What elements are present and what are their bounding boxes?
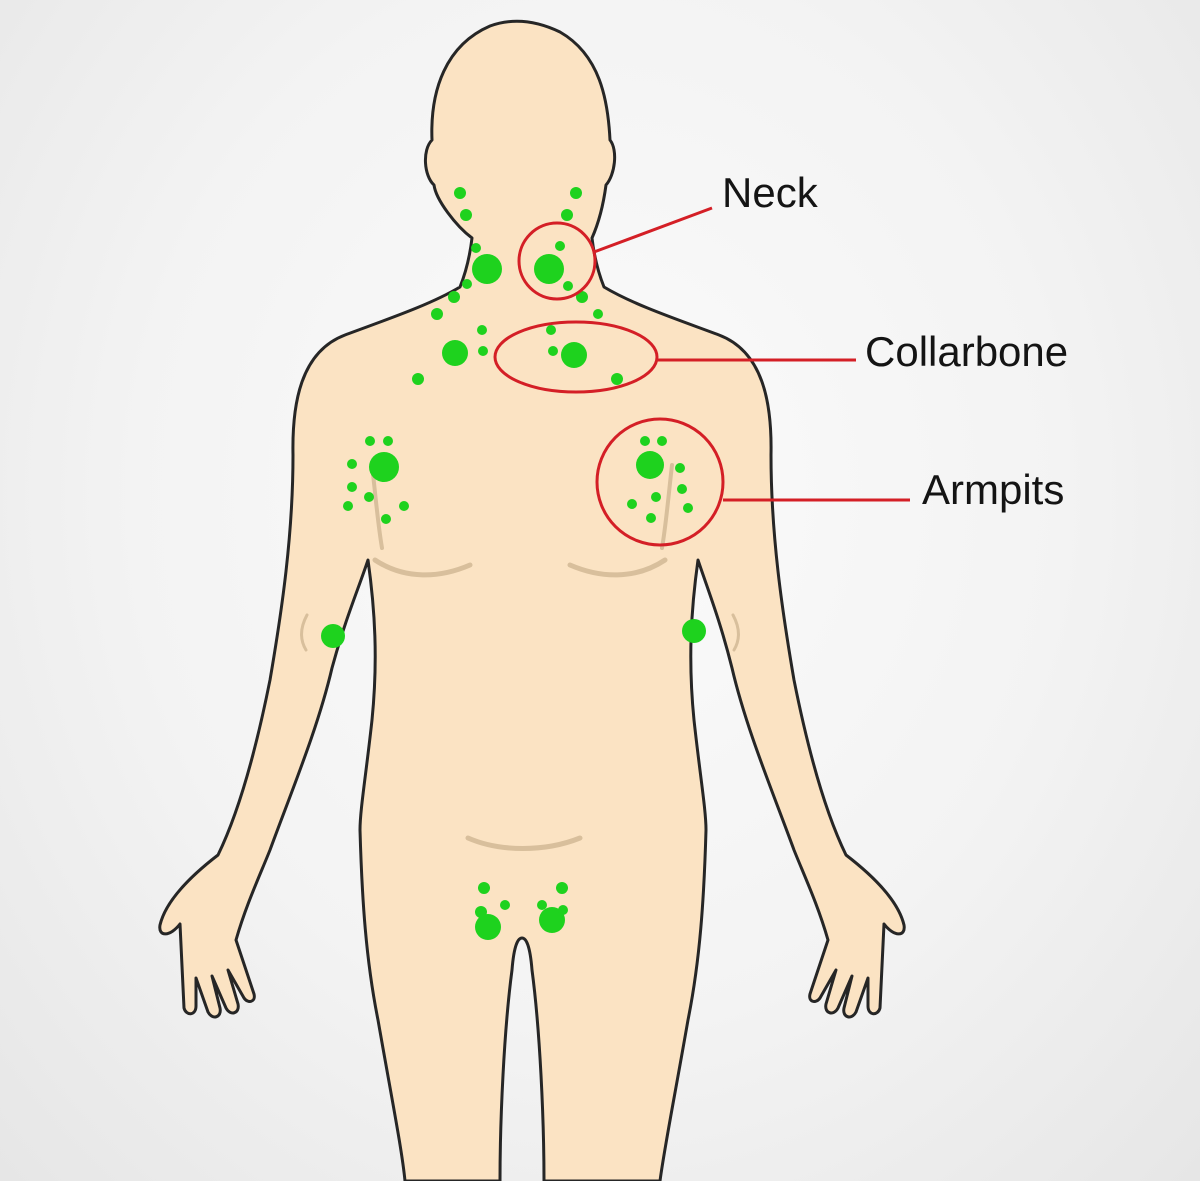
lymph-node [462,279,472,289]
lymph-node [454,187,466,199]
lymph-node [412,373,424,385]
lymph-node [627,499,637,509]
lymph-node [534,254,564,284]
lymph-node [546,325,556,335]
lymph-nodes [321,187,706,940]
lymph-node [651,492,661,502]
lymph-node [343,501,353,511]
pelvis-crease [465,835,583,851]
lymph-node [347,459,357,469]
lymph-node [383,436,393,446]
lymph-node [576,291,588,303]
lymph-node [477,325,487,335]
lymph-node [381,514,391,524]
lymph-node [611,373,623,385]
lymph-node [640,436,650,446]
lymph-node [563,281,573,291]
lymph-node [442,340,468,366]
lymph-node [369,452,399,482]
lymph-node [399,501,409,511]
neck-highlight-circle [517,221,597,301]
lymph-node [548,346,558,356]
lymph-node [347,482,357,492]
collarbone-highlight-ellipse [493,320,659,394]
lymph-node [683,503,693,513]
highlights [493,206,910,547]
chest-crease-right [567,557,668,578]
elbow-crease-left [300,613,309,652]
lymph-node [471,243,481,253]
lymph-node [364,492,374,502]
lymph-node [448,291,460,303]
lymph-node [561,342,587,368]
lymph-node [675,463,685,473]
lymph-node [593,309,603,319]
elbow-crease-right [731,613,740,652]
lymph-node [539,907,565,933]
lymph-node [657,436,667,446]
lymph-node [472,254,502,284]
armpit-crease-right [660,463,674,550]
neck-label: Neck [722,169,819,216]
lymph-node [555,241,565,251]
chest-crease-left [372,557,473,578]
lymph-node [556,882,568,894]
lymph-node [321,624,345,648]
armpits-highlight-circle [595,417,725,547]
lymph-node [500,900,510,910]
neck-leader-line [593,206,713,254]
body-silhouette [158,19,906,1181]
lymph-node [478,346,488,356]
lymph-node [537,900,547,910]
lymph-node [646,513,656,523]
lymph-node [682,619,706,643]
collarbone-label: Collarbone [865,328,1068,375]
lymph-node [460,209,472,221]
lymph-node [478,882,490,894]
lymph-node [677,484,687,494]
lymph-node [475,914,501,940]
armpits-label: Armpits [922,466,1064,513]
lymph-node [558,905,568,915]
lymph-node [636,451,664,479]
lymph-node [365,436,375,446]
lymph-node [431,308,443,320]
lymph-node [561,209,573,221]
lymph-node [570,187,582,199]
